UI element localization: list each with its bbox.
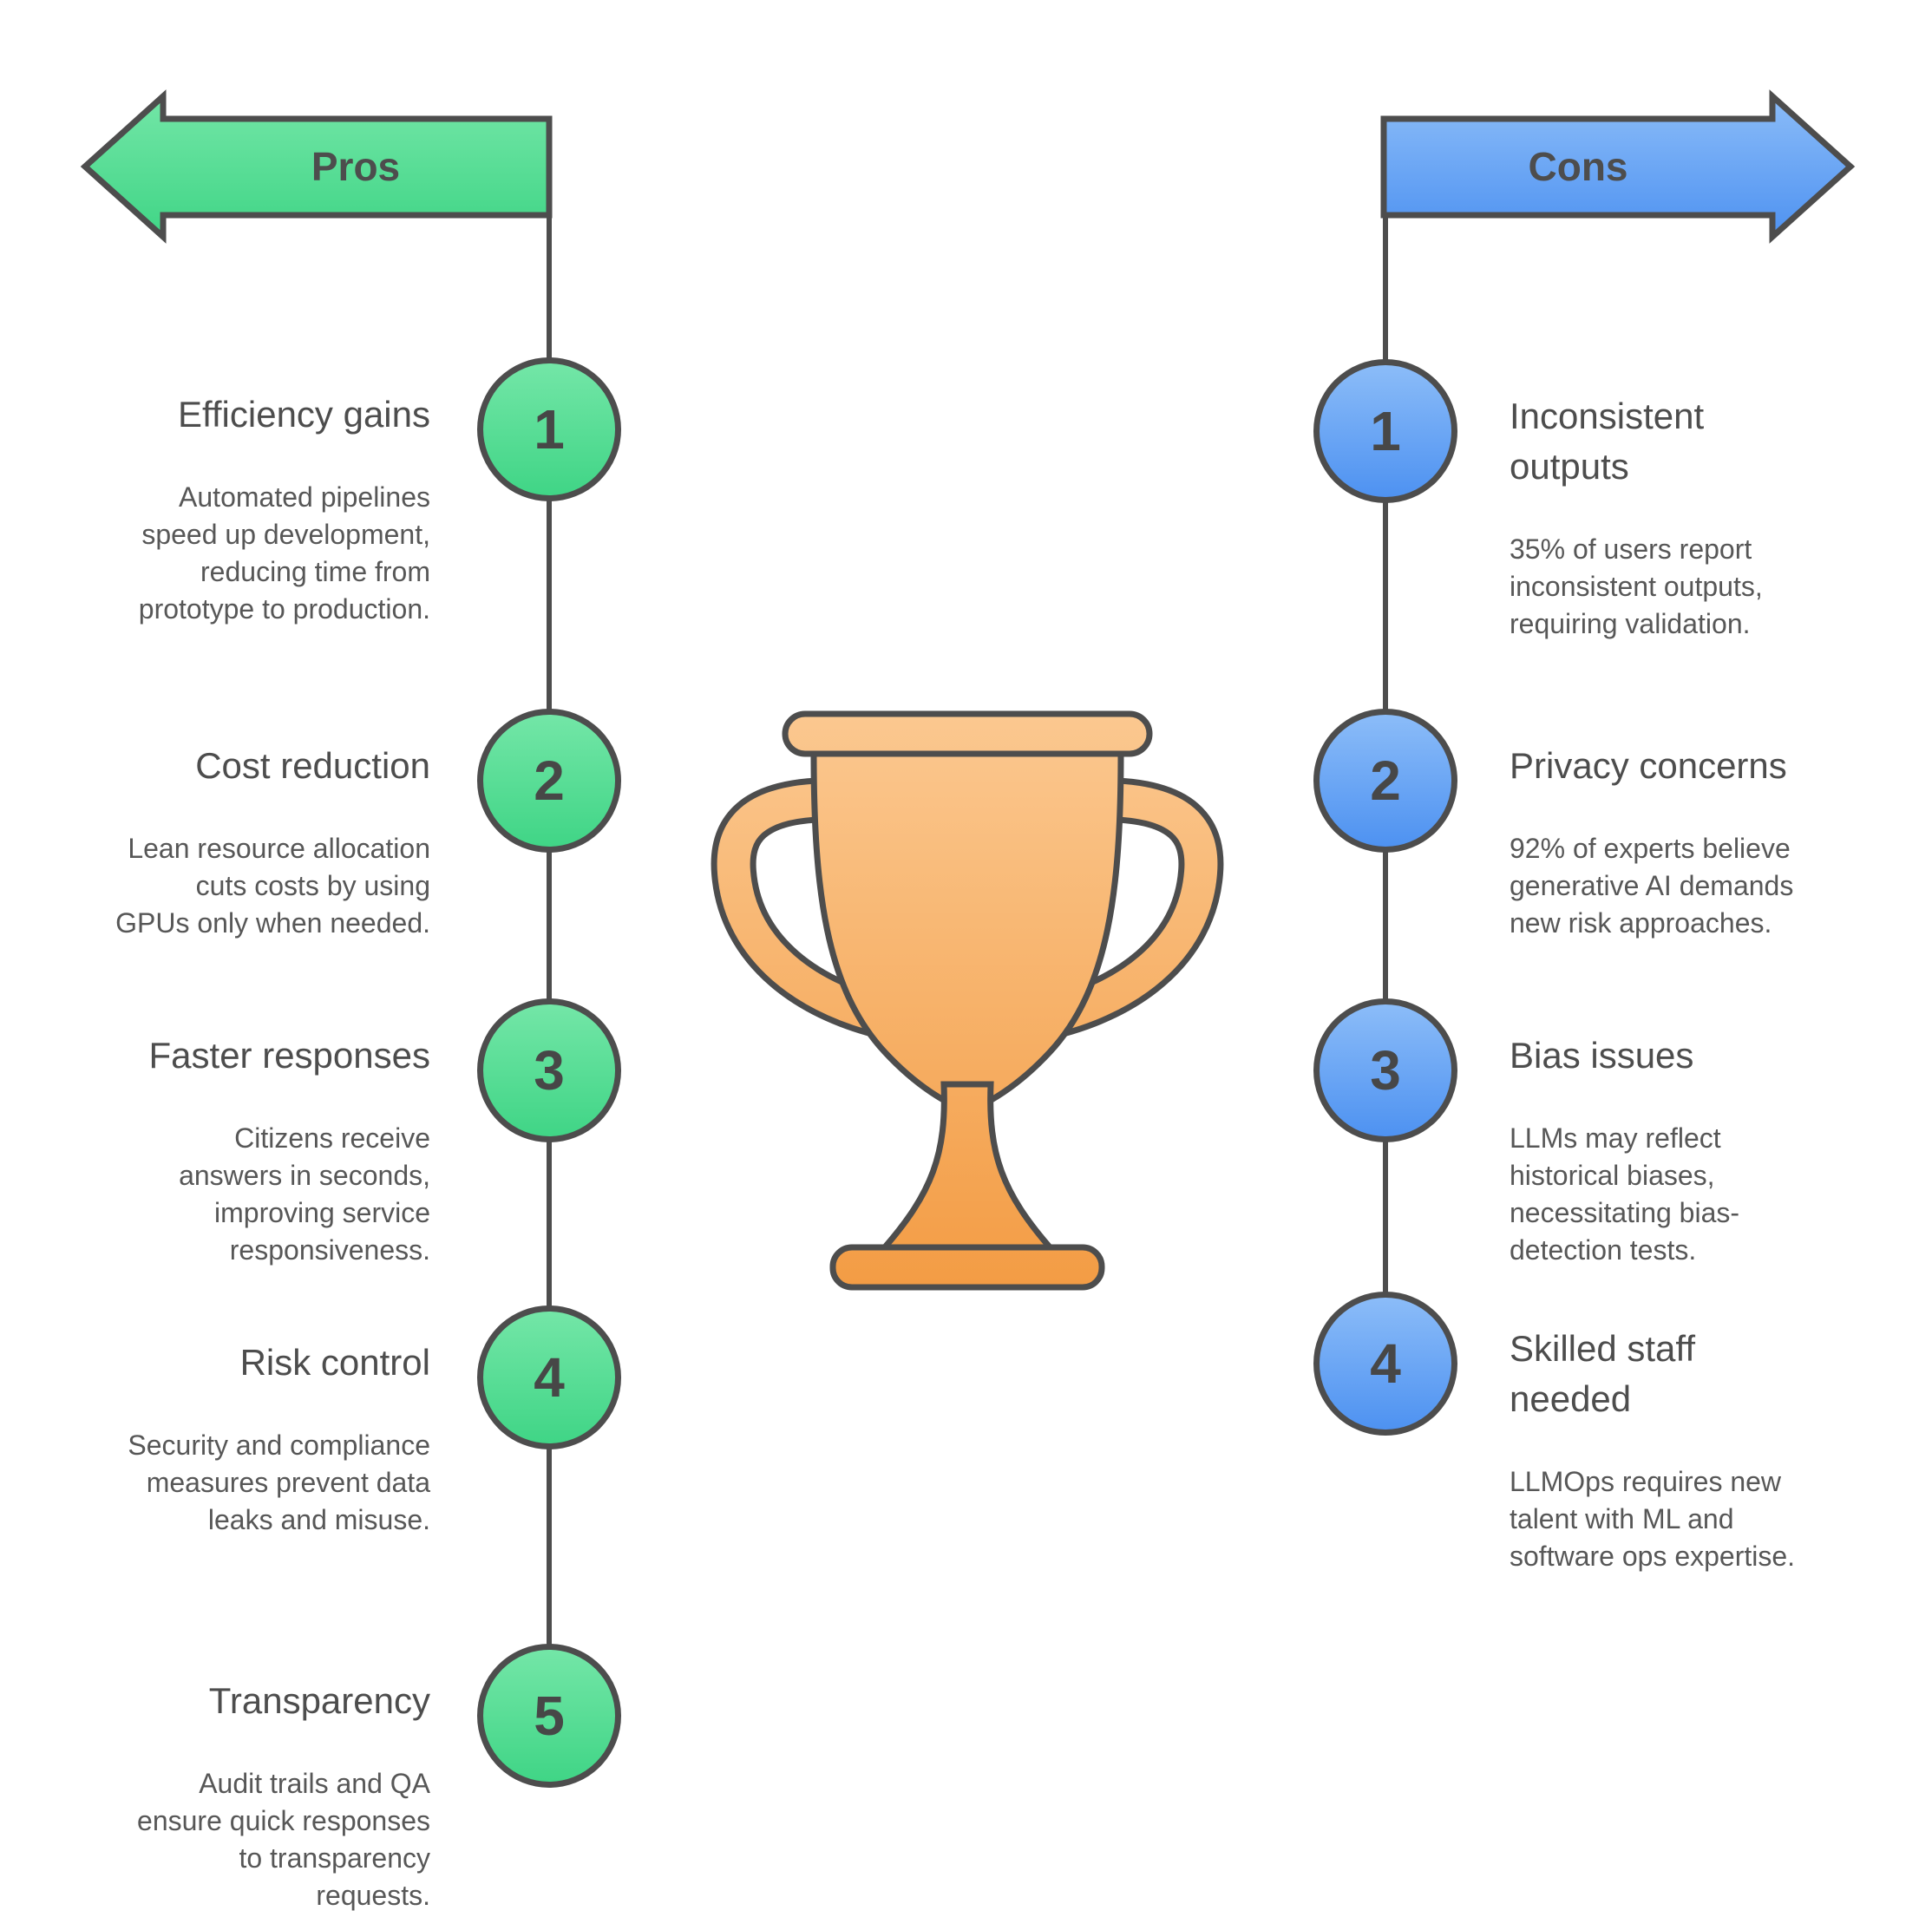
pros-arrow-label: Pros bbox=[311, 144, 400, 189]
cons-badge-3: 3 bbox=[1313, 998, 1457, 1142]
pros-number-2: 2 bbox=[534, 749, 565, 812]
cons-number-1: 1 bbox=[1370, 400, 1401, 462]
cons-item-title: Inconsistent outputs bbox=[1510, 396, 1705, 487]
cons-number-4: 4 bbox=[1370, 1332, 1401, 1395]
trophy-cup bbox=[810, 749, 1124, 1116]
pros-item-1: Efficiency gains Automated pipelines spe… bbox=[83, 389, 430, 628]
trophy-rim bbox=[782, 710, 1153, 757]
pros-number-3: 3 bbox=[534, 1039, 565, 1102]
pros-badge-3: 3 bbox=[477, 998, 621, 1142]
pros-item-title: Cost reduction bbox=[195, 745, 430, 786]
pros-item-3: Faster responses Citizens receive answer… bbox=[83, 1030, 430, 1269]
cons-item-title: Skilled staff needed bbox=[1510, 1328, 1695, 1419]
cons-item-description: LLMs may reflect historical biases, nece… bbox=[1510, 1122, 1740, 1266]
pros-item-2: Cost reduction Lean resource allocation … bbox=[83, 741, 430, 942]
cons-item-title: Privacy concerns bbox=[1510, 745, 1787, 786]
pros-item-description: Audit trails and QA ensure quick respons… bbox=[137, 1768, 430, 1911]
pros-timeline bbox=[547, 215, 552, 1716]
cons-arrow: Cons bbox=[1380, 89, 1856, 244]
pros-badge-5: 5 bbox=[477, 1644, 621, 1788]
pros-arrow: Pros bbox=[80, 89, 553, 244]
pros-item-5: Transparency Audit trails and QA ensure … bbox=[83, 1676, 430, 1914]
cons-item-description: 35% of users report inconsistent outputs… bbox=[1510, 533, 1763, 639]
trophy-base bbox=[829, 1244, 1105, 1291]
cons-badge-4: 4 bbox=[1313, 1292, 1457, 1436]
trophy-stem bbox=[876, 1081, 1058, 1253]
cons-item-4: Skilled staff needed LLMOps requires new… bbox=[1510, 1324, 1822, 1575]
cons-number-2: 2 bbox=[1370, 749, 1401, 812]
pros-badge-1: 1 bbox=[477, 357, 621, 501]
pros-number-5: 5 bbox=[534, 1685, 565, 1747]
pros-item-title: Efficiency gains bbox=[177, 394, 430, 435]
cons-item-1: Inconsistent outputs 35% of users report… bbox=[1510, 391, 1822, 643]
cons-item-title: Bias issues bbox=[1510, 1035, 1694, 1076]
pros-badge-4: 4 bbox=[477, 1305, 621, 1449]
cons-number-3: 3 bbox=[1370, 1039, 1401, 1102]
pros-item-description: Security and compliance measures prevent… bbox=[128, 1430, 430, 1535]
pros-arrow-shape bbox=[80, 89, 553, 244]
cons-arrow-label: Cons bbox=[1529, 144, 1628, 189]
pros-number-1: 1 bbox=[534, 398, 565, 461]
pros-item-description: Lean resource allocation cuts costs by u… bbox=[115, 833, 430, 939]
cons-item-3: Bias issues LLMs may reflect historical … bbox=[1510, 1030, 1822, 1269]
trophy-icon bbox=[711, 710, 1224, 1291]
pros-item-description: Automated pipelines speed up development… bbox=[138, 481, 430, 625]
pros-item-title: Faster responses bbox=[148, 1035, 430, 1076]
pros-item-description: Citizens receive answers in seconds, imp… bbox=[179, 1122, 430, 1266]
pros-number-4: 4 bbox=[534, 1346, 565, 1409]
cons-item-description: LLMOps requires new talent with ML and s… bbox=[1510, 1466, 1796, 1572]
cons-item-description: 92% of experts believe generative AI dem… bbox=[1510, 833, 1794, 939]
cons-arrow-shape bbox=[1380, 89, 1856, 244]
pros-badge-2: 2 bbox=[477, 709, 621, 853]
pros-item-title: Risk control bbox=[239, 1342, 430, 1383]
cons-badge-1: 1 bbox=[1313, 359, 1457, 503]
pros-item-title: Transparency bbox=[208, 1680, 430, 1721]
pros-item-4: Risk control Security and compliance mea… bbox=[83, 1338, 430, 1539]
cons-item-2: Privacy concerns 92% of experts believe … bbox=[1510, 741, 1822, 942]
cons-badge-2: 2 bbox=[1313, 709, 1457, 853]
